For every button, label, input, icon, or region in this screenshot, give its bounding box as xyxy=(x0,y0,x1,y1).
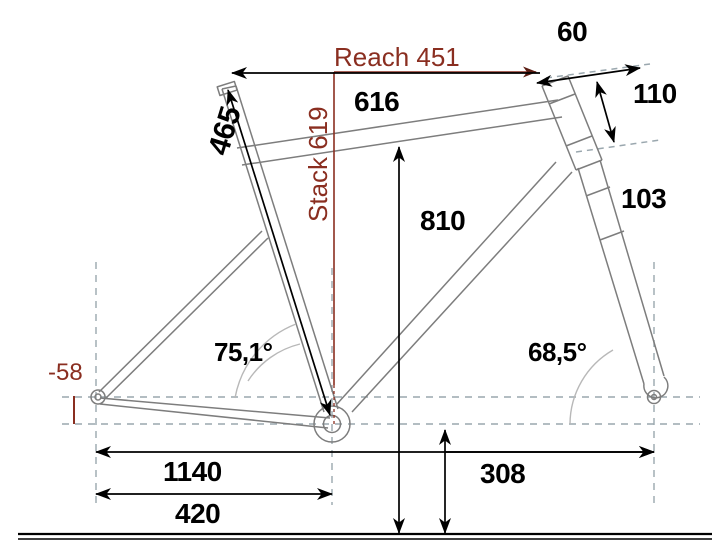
construction-guides xyxy=(62,262,700,505)
fork-label: 103 xyxy=(621,183,667,214)
standover-label: 810 xyxy=(420,205,466,236)
rear-dropout xyxy=(90,389,106,405)
top-tube-label: 616 xyxy=(354,86,400,117)
down-tube xyxy=(336,161,573,413)
bb-drop-label: -58 xyxy=(48,359,83,386)
bottom-bracket xyxy=(313,405,351,443)
chainstay-label: 420 xyxy=(175,498,221,529)
head-tube-guides xyxy=(545,63,661,153)
head-tube-length-dimension xyxy=(595,81,616,143)
stem-stack-dimension xyxy=(536,64,641,87)
seat-angle-label: 75,1° xyxy=(214,337,273,367)
head-angle-label: 68,5° xyxy=(528,337,587,367)
fork xyxy=(577,159,665,385)
head-tube xyxy=(541,75,603,171)
chainstay xyxy=(99,397,331,429)
stack-label: Stack 619 xyxy=(303,106,333,222)
frame-tubes xyxy=(90,75,669,443)
stem-stack-label: 60 xyxy=(557,16,588,47)
wheelbase-label: 1140 xyxy=(163,456,222,487)
head-tube-angle-arc xyxy=(569,349,614,425)
black-dimensions xyxy=(95,64,655,534)
reach-label: Reach 451 xyxy=(334,42,460,72)
seat-tube-length-dimension xyxy=(226,89,332,416)
ground-line xyxy=(18,532,712,540)
red-dimensions xyxy=(73,66,537,424)
head-tube-label: 110 xyxy=(633,78,677,109)
front-center-label: 308 xyxy=(480,458,526,489)
front-dropout xyxy=(643,376,669,405)
